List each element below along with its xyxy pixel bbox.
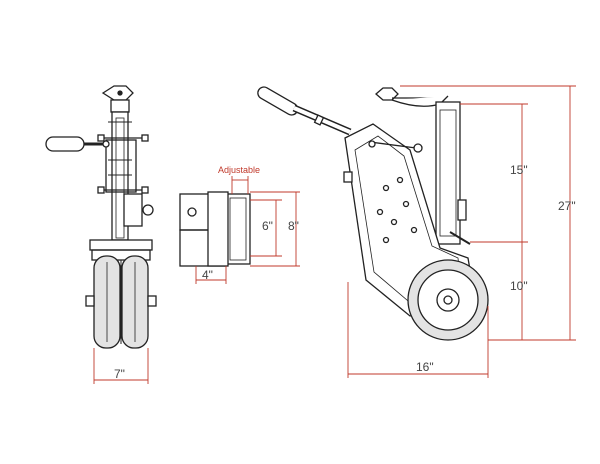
label-bracket-inner: 6" <box>262 219 273 233</box>
label-lower-height: 10" <box>510 279 528 293</box>
label-bracket-depth: 4" <box>202 268 213 282</box>
front-view <box>45 85 157 349</box>
dim-side <box>347 85 576 378</box>
side-top-crank <box>375 87 449 107</box>
side-handle <box>257 86 352 136</box>
bracket-plate <box>207 191 229 267</box>
label-total-height: 27" <box>558 199 576 213</box>
top-knob <box>101 85 134 113</box>
label-bracket-outer: 8" <box>288 219 299 233</box>
label-length: 16" <box>416 360 434 374</box>
bracket-detail <box>179 191 251 267</box>
label-adjustable: Adjustable <box>218 165 260 175</box>
dim-bracket <box>195 176 300 284</box>
front-base-plate <box>89 239 153 251</box>
dim-width <box>93 348 149 384</box>
side-view <box>257 86 489 341</box>
front-column-inner <box>115 117 125 239</box>
label-upper-height: 15" <box>510 163 528 177</box>
front-clamp <box>123 193 143 227</box>
gear-housing <box>105 139 137 193</box>
crank-handle <box>45 136 110 152</box>
label-width: 7" <box>114 367 125 381</box>
